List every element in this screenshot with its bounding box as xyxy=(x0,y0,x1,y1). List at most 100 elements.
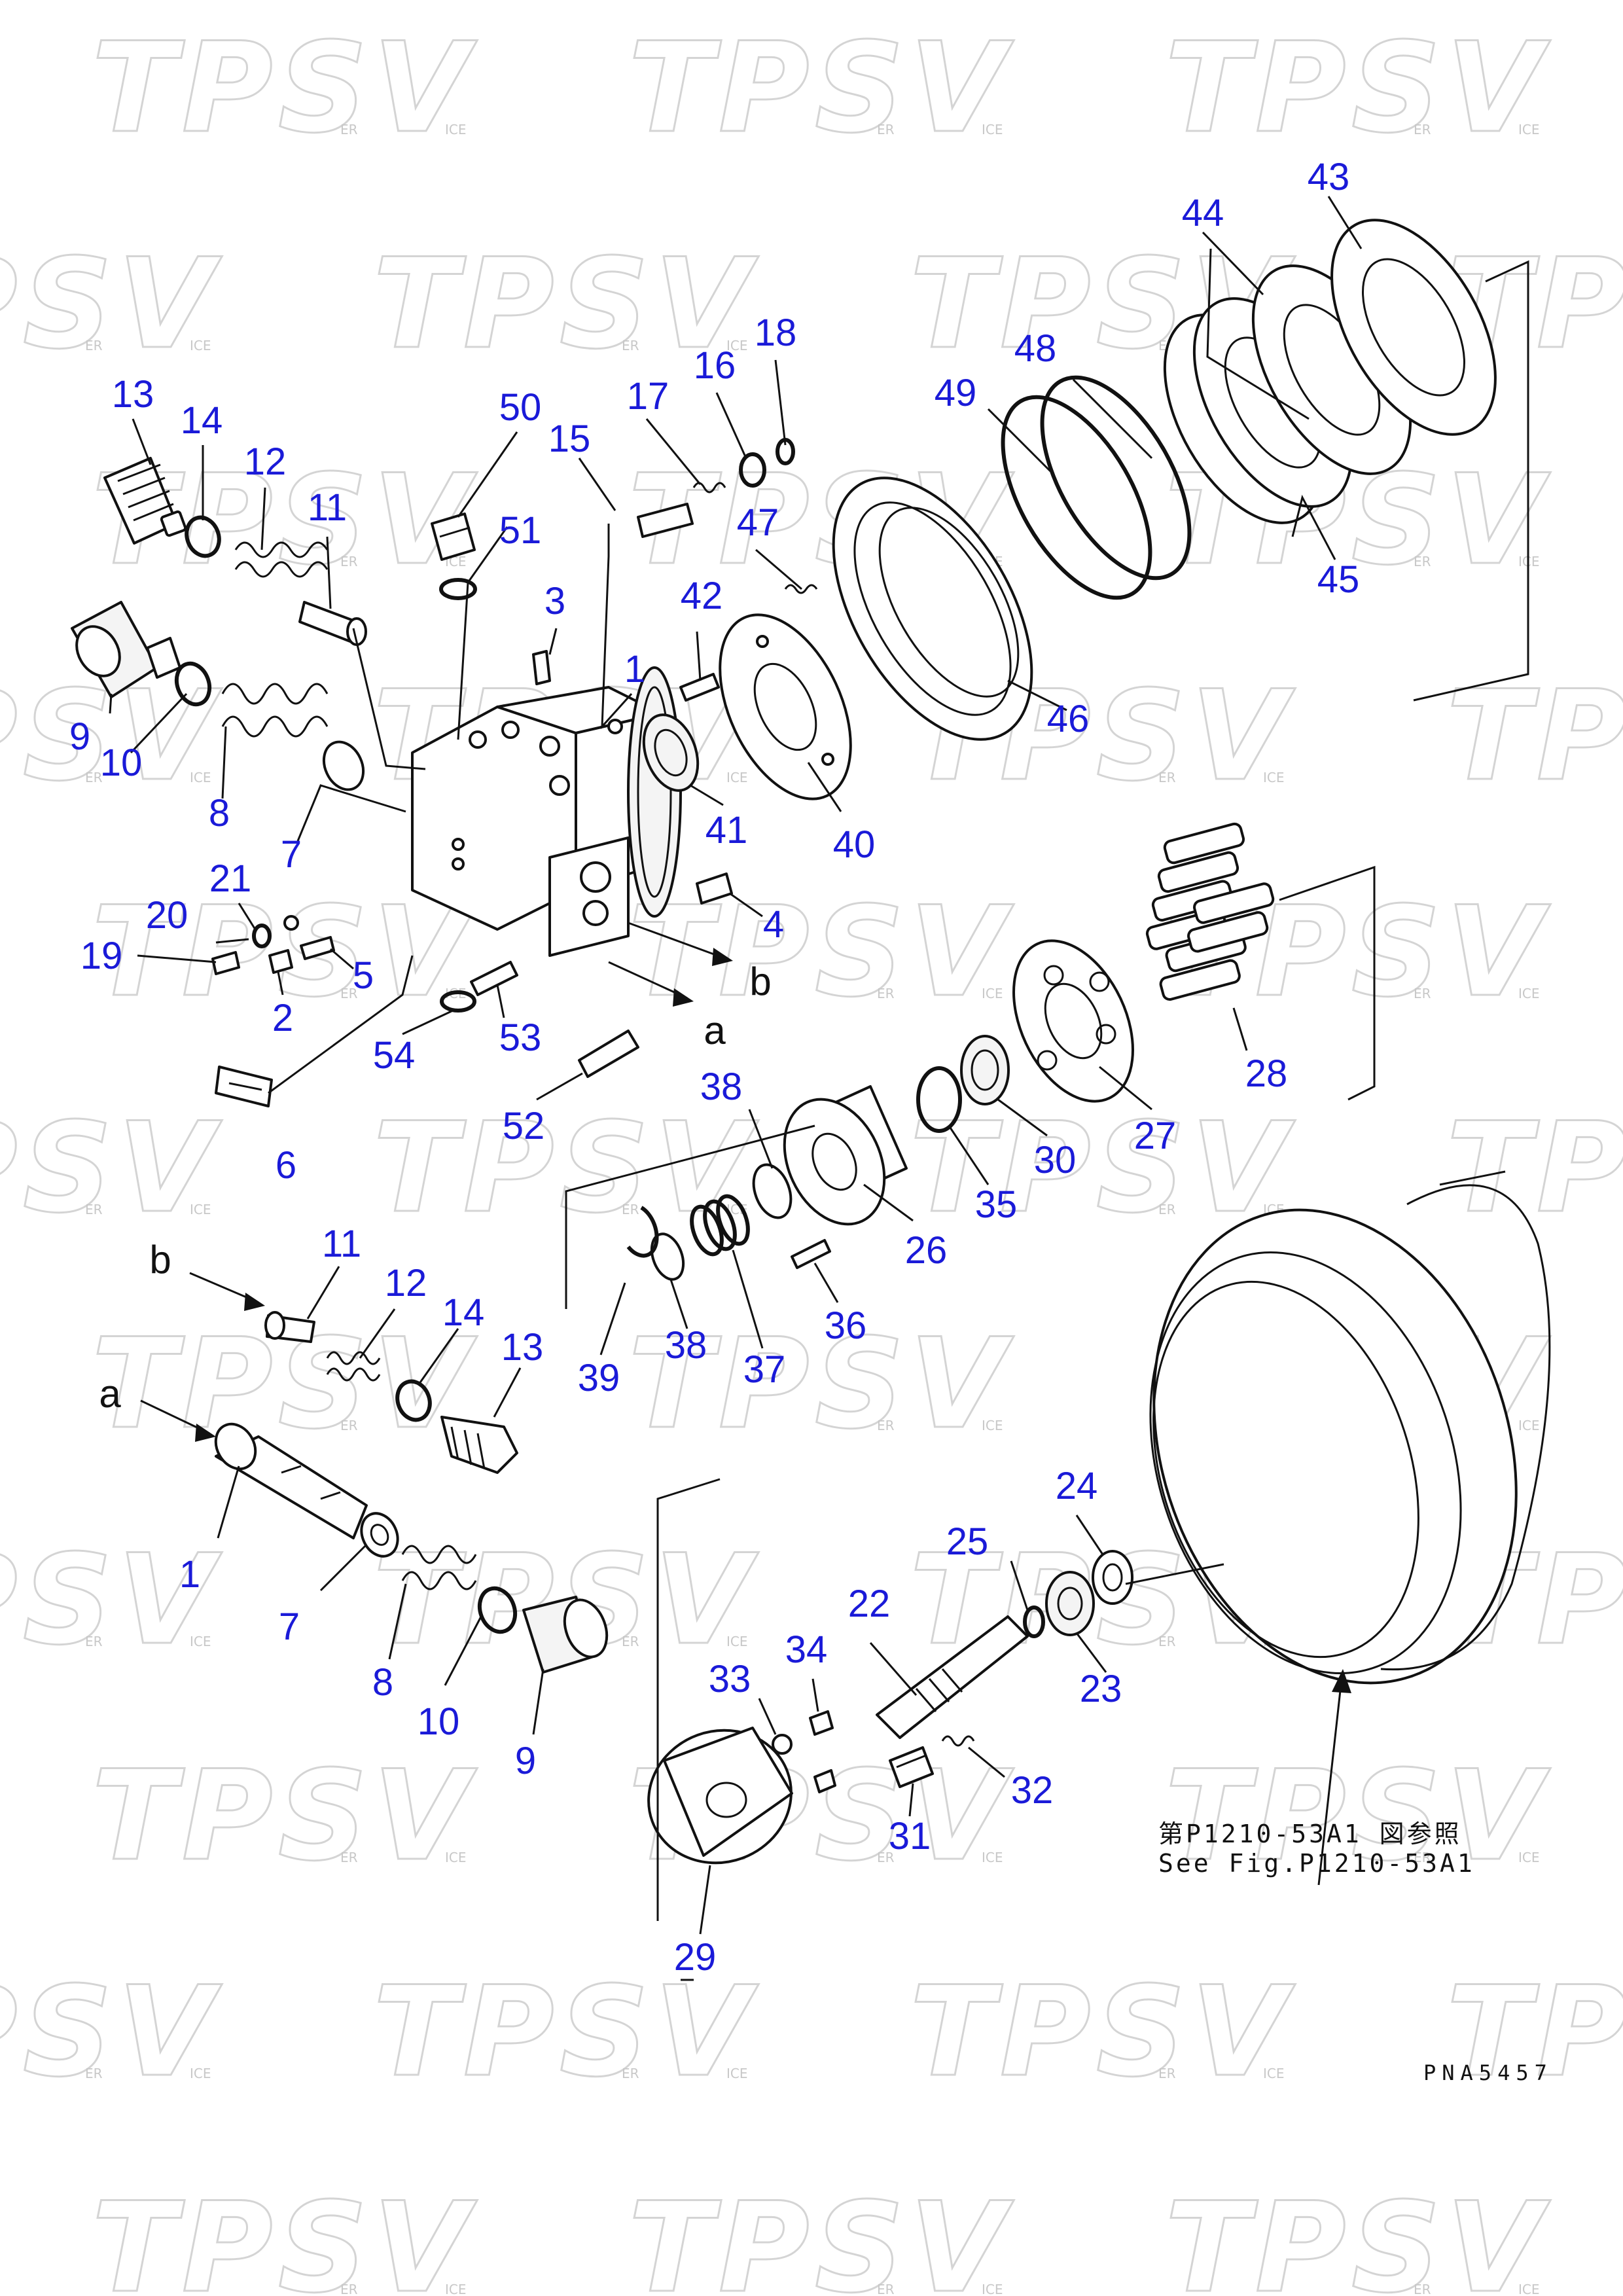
flow-letters: b a b a xyxy=(99,960,771,1416)
part-12-spring-bottom xyxy=(326,1351,381,1382)
callout-2: 2 xyxy=(272,997,293,1039)
part-52-bolt xyxy=(578,1030,639,1078)
svg-text:ICE: ICE xyxy=(1518,1418,1540,1433)
part-6-nameplate xyxy=(215,1066,273,1107)
svg-text:ER: ER xyxy=(85,1202,103,1217)
part-13-relief-cartridge-top xyxy=(103,457,187,545)
part-50-plug xyxy=(431,512,476,561)
callout-32: 32 xyxy=(1011,1769,1054,1812)
svg-text:ICE: ICE xyxy=(190,1634,211,1649)
svg-text:TPSV: TPSV xyxy=(1446,1096,1623,1240)
svg-text:ER: ER xyxy=(877,986,895,1001)
svg-text:ER: ER xyxy=(622,338,639,353)
part-1-motor-case xyxy=(411,666,682,957)
callout-8: 8 xyxy=(209,792,230,834)
part-46-brake-piston xyxy=(832,476,1033,741)
callout-43: 43 xyxy=(1308,156,1350,198)
part-8-spring-top xyxy=(221,683,329,738)
part-33-ball xyxy=(772,1734,793,1755)
svg-text:ER: ER xyxy=(85,2066,103,2081)
svg-text:ICE: ICE xyxy=(445,1850,467,1865)
part-1-spool xyxy=(214,1422,368,1539)
drawing-number: PNA5457 xyxy=(1423,2060,1553,2085)
hub-housing xyxy=(1149,1170,1551,1685)
svg-text:ER: ER xyxy=(1158,1202,1176,1217)
part-41-bearing xyxy=(642,713,700,792)
callout-34: 34 xyxy=(785,1628,828,1671)
callout-9: 9 xyxy=(515,1740,536,1782)
svg-text:ER: ER xyxy=(622,1202,639,1217)
svg-text:ER: ER xyxy=(340,1850,358,1865)
part-small-piece xyxy=(813,1769,836,1793)
callout-27: 27 xyxy=(1134,1115,1177,1157)
callout-47: 47 xyxy=(737,501,779,544)
callout-20: 20 xyxy=(146,894,188,937)
part-42-pin xyxy=(679,673,720,702)
part-8-spring-bottom xyxy=(401,1545,477,1590)
part-7-seat-top xyxy=(322,740,365,791)
part-2-plug-small xyxy=(268,949,293,974)
svg-text:ER: ER xyxy=(1414,986,1431,1001)
callout-9: 9 xyxy=(69,715,90,758)
callout-11: 11 xyxy=(322,1223,361,1265)
callout-5: 5 xyxy=(353,954,374,997)
svg-text:ER: ER xyxy=(1414,2282,1431,2296)
part-10-oring-bottom xyxy=(477,1586,518,1634)
part-32-spring xyxy=(941,1735,975,1747)
part-35-ring xyxy=(916,1066,962,1133)
callout-35: 35 xyxy=(975,1183,1018,1226)
svg-text:ICE: ICE xyxy=(982,986,1003,1001)
part-30-spherical-bush xyxy=(960,1035,1010,1105)
ref-note-jp: 第P1210-53A1 図参照 xyxy=(1158,1820,1462,1848)
svg-text:ICE: ICE xyxy=(982,1418,1003,1433)
callout-26: 26 xyxy=(905,1229,948,1272)
callout-17: 17 xyxy=(627,375,669,418)
callout-labels: 1314121150511517161847494844434531424691… xyxy=(69,156,1359,1979)
svg-text:TPSV: TPSV xyxy=(1165,2176,1551,2296)
svg-text:ICE: ICE xyxy=(1518,122,1540,137)
svg-text:ICE: ICE xyxy=(445,122,467,137)
part-34-pin xyxy=(809,1710,834,1736)
callout-4: 4 xyxy=(763,903,784,946)
callout-54: 54 xyxy=(373,1034,416,1077)
svg-text:ICE: ICE xyxy=(1263,770,1285,785)
part-23-bearing xyxy=(1045,1571,1095,1636)
part-54-oring xyxy=(440,990,476,1013)
svg-text:ER: ER xyxy=(1158,2066,1176,2081)
svg-text:ICE: ICE xyxy=(726,1634,748,1649)
svg-text:TPSV: TPSV xyxy=(1165,1744,1551,1888)
svg-text:TPSV: TPSV xyxy=(1446,1960,1623,2104)
svg-text:TPSV: TPSV xyxy=(628,1312,1014,1456)
callout-45: 45 xyxy=(1317,558,1360,601)
part-4-bolt xyxy=(696,872,733,905)
svg-text:ICE: ICE xyxy=(190,338,211,353)
svg-text:ER: ER xyxy=(1414,1850,1431,1865)
part-3-bolt xyxy=(532,650,551,685)
svg-text:TPSV: TPSV xyxy=(0,1960,223,2104)
svg-text:ICE: ICE xyxy=(445,2282,467,2296)
part-38-washer-b xyxy=(650,1232,685,1281)
part-15-pin xyxy=(637,503,694,538)
svg-text:ICE: ICE xyxy=(1518,986,1540,1001)
callout-18: 18 xyxy=(755,312,797,354)
part-14-oring-top xyxy=(185,515,221,558)
callout-24: 24 xyxy=(1056,1465,1098,1507)
svg-text:TPSV: TPSV xyxy=(0,1528,223,1672)
callout-28: 28 xyxy=(1245,1052,1288,1095)
svg-text:ER: ER xyxy=(1158,1634,1176,1649)
part-22-shaft xyxy=(876,1615,1029,1739)
part-14-oring-bottom xyxy=(395,1379,432,1422)
svg-text:TPSV: TPSV xyxy=(373,232,759,376)
svg-text:ICE: ICE xyxy=(1518,2282,1540,2296)
